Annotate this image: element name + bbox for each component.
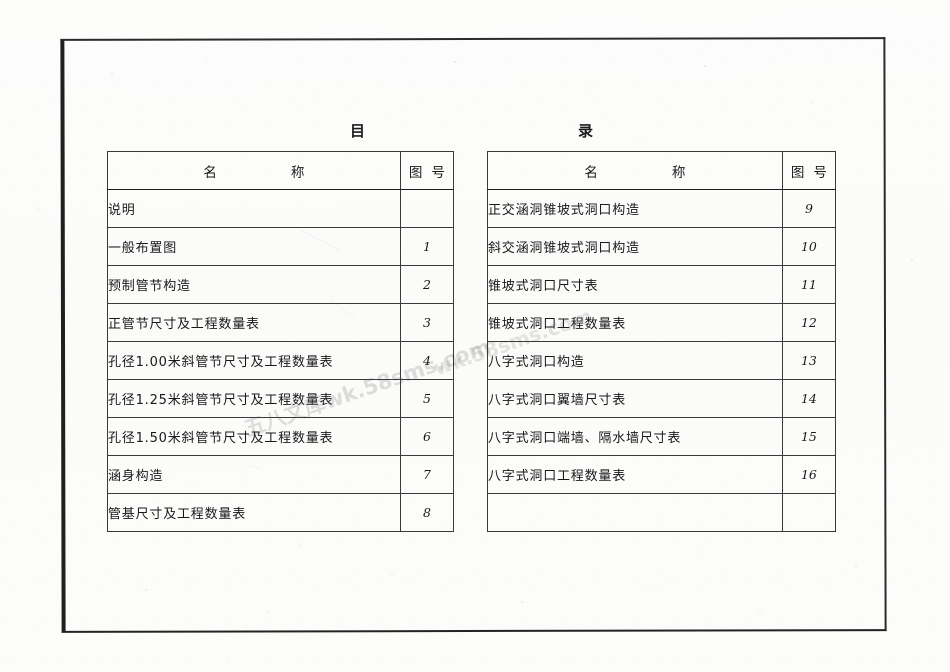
toc-entry-number: 14 — [781, 379, 837, 418]
toc-entry-number — [399, 189, 455, 228]
table-header-row: 名称 图号 — [487, 151, 837, 190]
toc-entry-number: 1 — [399, 227, 455, 266]
column-header-name: 名称 — [107, 151, 401, 190]
toc-entry-name: 一般布置图 — [107, 227, 401, 266]
toc-entry-name: 正管节尺寸及工程数量表 — [107, 303, 401, 342]
toc-entry-name: 说明 — [107, 189, 401, 228]
toc-entry-name: 正交涵洞锥坡式洞口构造 — [487, 189, 783, 228]
toc-entry-name: 孔径1.25米斜管节尺寸及工程数量表 — [107, 379, 401, 418]
toc-entry-name: 预制管节构造 — [107, 265, 401, 304]
toc-entry-name: 八字式洞口端墙、隔水墙尺寸表 — [487, 417, 783, 456]
toc-entry-number: 13 — [781, 341, 837, 380]
column-header-number: 图号 — [781, 151, 837, 190]
toc-entry-number: 7 — [399, 455, 455, 494]
toc-entry-number — [781, 493, 837, 532]
toc-entry-number: 15 — [781, 417, 837, 456]
table-row — [487, 493, 837, 532]
toc-entry-name: 涵身构造 — [107, 455, 401, 494]
toc-entry-number: 3 — [399, 303, 455, 342]
page-title-left: 目 — [350, 122, 367, 140]
toc-entry-name: 斜交涵洞锥坡式洞口构造 — [487, 227, 783, 266]
toc-entry-number: 10 — [781, 227, 837, 266]
table-row: 说明 — [107, 189, 455, 228]
toc-entry-name: 八字式洞口构造 — [487, 341, 783, 380]
toc-entry-name: 管基尺寸及工程数量表 — [107, 493, 401, 532]
toc-entry-number: 11 — [781, 265, 837, 304]
toc-entry-number: 8 — [399, 493, 455, 532]
toc-entry-number: 4 — [399, 341, 455, 380]
column-header-name: 名称 — [487, 151, 783, 190]
toc-entry-name: 孔径1.00米斜管节尺寸及工程数量表 — [107, 341, 401, 380]
toc-entry-name: 锥坡式洞口尺寸表 — [487, 265, 783, 304]
toc-entry-number: 12 — [781, 303, 837, 342]
toc-entry-number: 16 — [781, 455, 837, 494]
toc-entry-name: 八字式洞口翼墙尺寸表 — [487, 379, 783, 418]
table-header-row: 名称 图号 — [107, 151, 455, 190]
toc-entry-number: 5 — [399, 379, 455, 418]
column-header-number: 图号 — [399, 151, 455, 190]
toc-entry-number: 2 — [399, 265, 455, 304]
page-title-right: 录 — [578, 122, 595, 140]
toc-entry-name — [487, 493, 783, 532]
toc-entry-name: 锥坡式洞口工程数量表 — [487, 303, 783, 342]
toc-entry-name: 孔径1.50米斜管节尺寸及工程数量表 — [107, 417, 401, 456]
toc-entry-name: 八字式洞口工程数量表 — [487, 455, 783, 494]
toc-entry-number: 9 — [781, 189, 837, 228]
toc-entry-number: 6 — [399, 417, 455, 456]
